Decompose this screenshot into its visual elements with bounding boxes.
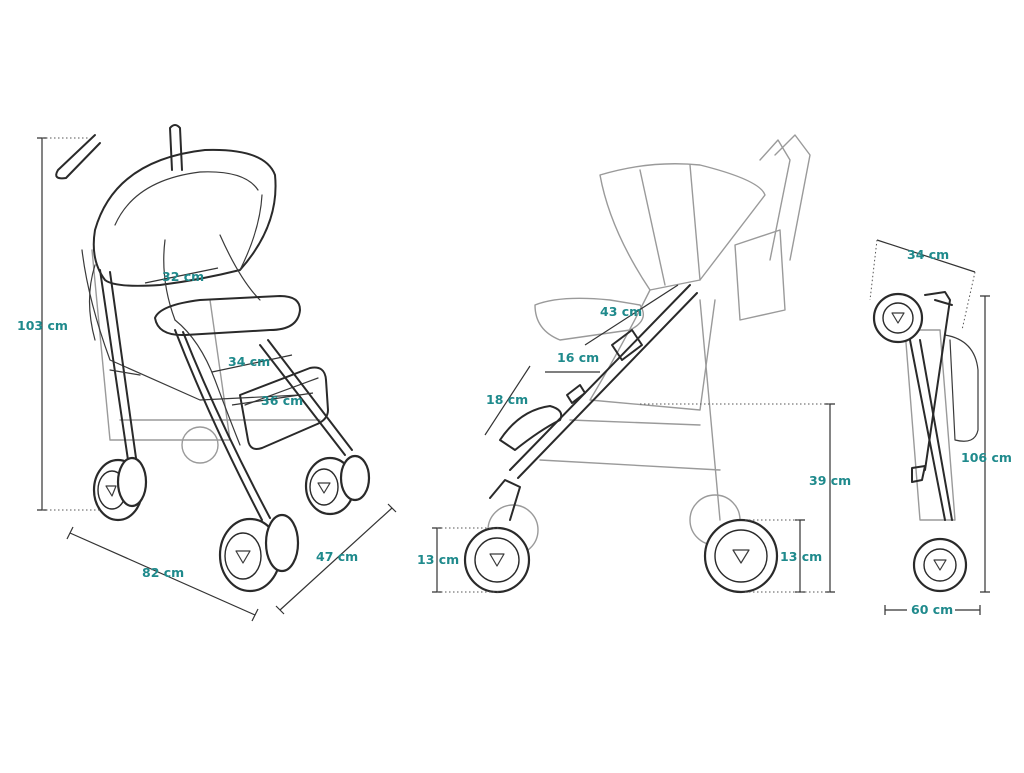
wheel (304, 454, 371, 516)
folded-depth-label: 34 cm (907, 247, 949, 262)
backrest-length-dimension (584, 284, 679, 346)
folded-depth-dimension (869, 239, 976, 331)
front-wheel-label: 13 cm (417, 552, 459, 567)
seat-width-dimension (211, 354, 293, 373)
rear-wheel-dimension (745, 519, 830, 593)
wheel (872, 292, 924, 344)
folded-height-label: 106 cm (961, 450, 1012, 465)
wheel (912, 537, 968, 593)
backrest-height-dimension (231, 392, 314, 406)
front-height-label: 103 cm (17, 318, 68, 333)
footrest-length-label: 18 cm (486, 392, 528, 407)
seat-depth-label: 16 cm (557, 350, 599, 365)
front-height-dimension (37, 137, 100, 511)
rear-wheel-label: 13 cm (780, 549, 822, 564)
front-view-stroller (55, 124, 371, 593)
side-view-stroller (463, 134, 811, 594)
footrest-length-dimension (484, 365, 531, 436)
folded-width-dimension (884, 605, 981, 615)
seat-height-label: 39 cm (809, 473, 851, 488)
front-width-dimension (275, 503, 397, 615)
canopy-width-dimension (144, 267, 219, 284)
folded-height-dimension (980, 295, 990, 593)
front-length-label: 82 cm (142, 565, 184, 580)
wheel (218, 513, 300, 593)
folded-width-label: 60 cm (911, 602, 953, 617)
front-width-label: 47 cm (316, 549, 358, 564)
front-wheel-dimension (432, 527, 500, 593)
wheel (703, 518, 779, 594)
seat-width-label: 34 cm (228, 354, 270, 369)
folded-view-stroller (872, 291, 979, 593)
wheel (92, 456, 148, 522)
backrest-height-label: 36 cm (261, 393, 303, 408)
canopy-width-label: 32 cm (162, 269, 204, 284)
wheel (463, 526, 531, 594)
backrest-length-label: 43 cm (600, 304, 642, 319)
front-length-dimension (66, 526, 259, 622)
